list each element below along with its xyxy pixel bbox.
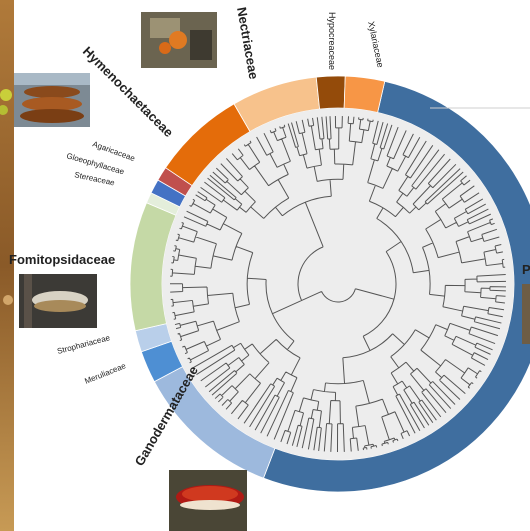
label-meruliaceae: Meruliaceae <box>83 361 127 386</box>
ganodermataceae-photo <box>169 470 247 531</box>
label-xylariaceae: Xylariaceae <box>366 20 386 68</box>
label-strophariaceae: Strophariaceae <box>56 333 111 356</box>
label-nectriaceae: Nectriaceae <box>234 6 261 80</box>
nectriaceae-photo <box>141 12 217 68</box>
label-hypocreaceae: Hypocreaceae <box>327 12 337 70</box>
label-cut-right: P <box>522 262 530 277</box>
fomitopsidaceae-photo <box>19 274 97 328</box>
label-fomitopsidaceae: Fomitopsidaceae <box>9 252 115 267</box>
family-color-ring <box>129 75 530 493</box>
hymenochaetaceae-photo <box>14 73 90 127</box>
cut-right-photo <box>522 284 530 344</box>
label-stereaceae: Stereaceae <box>74 170 116 187</box>
ring-segment-hypocreaceae <box>315 75 346 110</box>
tree-background-disc <box>162 108 514 460</box>
phylogenetic-tree <box>169 116 506 453</box>
left-edge-photo <box>0 0 14 531</box>
ring-segment-xylariaceae <box>343 75 386 113</box>
tree-branches <box>169 116 506 453</box>
